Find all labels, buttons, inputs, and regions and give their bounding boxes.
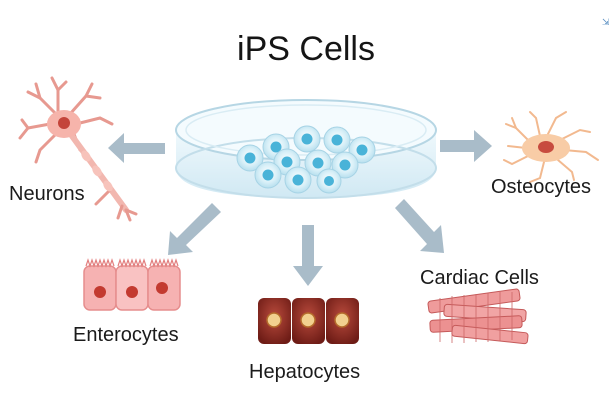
cardiac-striations xyxy=(439,292,513,343)
enterocyte-illustration xyxy=(83,258,181,311)
stem-cell xyxy=(254,161,282,189)
arrow-to-hepatocytes xyxy=(293,225,323,286)
stem-cell xyxy=(236,144,264,172)
stem-cell xyxy=(316,168,342,194)
arrow-right xyxy=(440,130,492,162)
arrow-left xyxy=(108,133,165,163)
arrow-to-cardiac xyxy=(395,199,444,253)
stem-cell xyxy=(284,166,312,194)
enterocyte-cell xyxy=(147,258,181,311)
label-hepatocytes: Hepatocytes xyxy=(249,361,361,383)
arrow-to-osteocytes xyxy=(440,130,492,162)
hepatocyte-illustration xyxy=(258,298,359,344)
external-link-icon[interactable]: ⇲ xyxy=(602,18,610,28)
stem-cell xyxy=(348,136,376,164)
stem-cell xyxy=(331,151,359,179)
arrow-to-neurons xyxy=(108,133,165,163)
hepatocyte-cell xyxy=(258,298,291,344)
label-cardiac-cells: Cardiac Cells xyxy=(420,267,539,289)
enterocyte-cell xyxy=(115,258,149,311)
label-enterocytes: Enterocytes xyxy=(73,324,179,346)
diagram-title: iPS Cells xyxy=(237,30,375,68)
hepatocyte-cell xyxy=(326,298,359,344)
stem-cells xyxy=(236,125,376,194)
neuron-body xyxy=(47,110,113,192)
arrow-to-enterocytes xyxy=(168,203,221,255)
cardiac-cells-illustration xyxy=(427,288,529,345)
label-neurons: Neurons xyxy=(9,183,85,205)
enterocyte-cell xyxy=(83,258,117,311)
osteocyte-body xyxy=(522,134,570,162)
hepatocyte-cell xyxy=(292,298,325,344)
stem-cell xyxy=(293,125,321,153)
stem-cell xyxy=(323,126,351,154)
label-osteocytes: Osteocytes xyxy=(491,176,592,198)
